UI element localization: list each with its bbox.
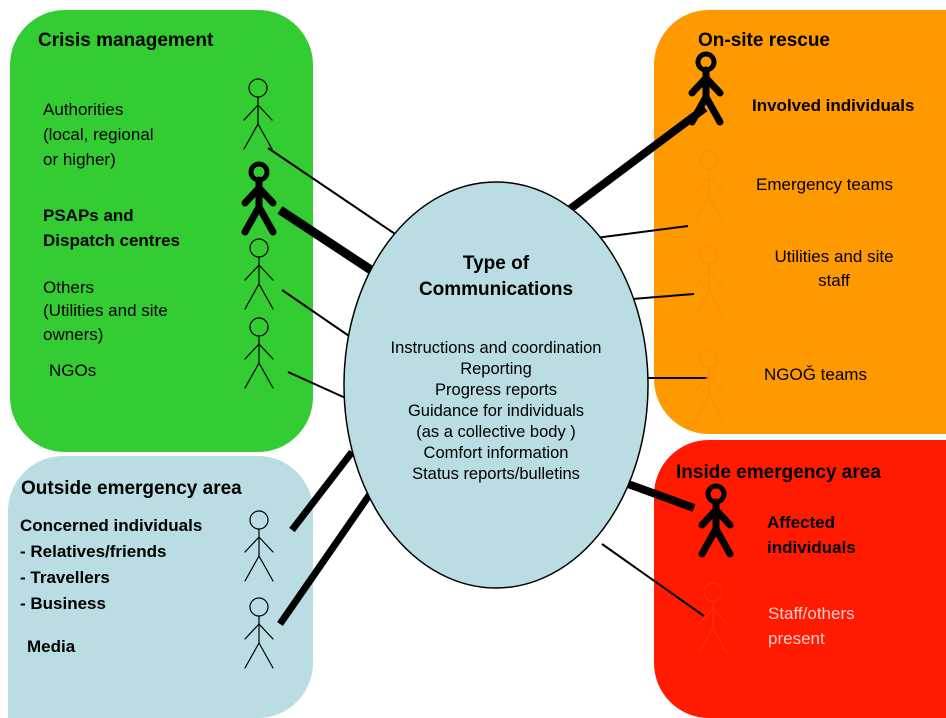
on-site-rescue-title: On-site rescue — [698, 30, 830, 51]
outside-emergency-panel — [8, 456, 313, 718]
media-label: Media — [27, 637, 76, 656]
authorities-figure-icon — [243, 78, 273, 150]
ngo-teams-label: NGOǦ teams — [764, 365, 867, 384]
travellers-label: - Travellers — [20, 568, 110, 587]
involved-individuals-label: Involved individuals — [752, 96, 915, 115]
comm-item: Comfort information — [423, 444, 569, 462]
comm-item: Reporting — [460, 360, 532, 378]
authorities-label-1: Authorities — [43, 100, 124, 119]
affected-label-2: individuals — [767, 538, 856, 557]
involved-figure-icon — [688, 51, 724, 126]
others-label-3: owners) — [43, 325, 104, 344]
others-label-2: (Utilities and site — [43, 301, 168, 320]
inside-emergency-title: Inside emergency area — [676, 462, 881, 483]
on-site-rescue-panel — [654, 10, 946, 434]
utilities-label-1: Utilities and site — [774, 247, 894, 266]
ngos-label: NGOs — [49, 361, 97, 380]
emergency-teams-figure-icon — [694, 150, 724, 222]
utilities-label-2: staff — [818, 271, 850, 290]
communications-ellipse — [343, 181, 649, 589]
comm-item: (as a collective body ) — [416, 423, 576, 441]
outside-emergency-title: Outside emergency area — [21, 478, 242, 499]
link-concerned — [289, 449, 355, 533]
psaps-figure-icon — [241, 161, 277, 236]
affected-label-1: Affected — [767, 513, 836, 532]
link-media — [277, 492, 373, 626]
ngo-teams-figure-icon — [694, 349, 724, 421]
staff-label-2: present — [768, 629, 825, 648]
link-affected — [626, 480, 696, 512]
comm-item: Progress reports — [435, 381, 557, 399]
affected-figure-icon — [698, 483, 734, 558]
emergency-teams-label: Emergency teams — [756, 175, 893, 194]
communication-types-list: Instructions and coordination Reporting … — [346, 338, 646, 485]
comm-item: Guidance for individuals — [407, 402, 585, 420]
psaps-label-1: PSAPs and — [43, 206, 134, 225]
link-psaps — [277, 206, 383, 280]
concerned-figure-icon — [244, 510, 274, 582]
link-others — [281, 289, 353, 339]
others-label-1: Others — [43, 278, 95, 297]
staff-figure-icon — [698, 582, 728, 654]
ngos-figure-icon — [244, 317, 274, 389]
link-staff — [601, 543, 705, 617]
link-ngos — [287, 371, 351, 401]
comm-item: Status reports/bulletins — [412, 465, 580, 483]
media-figure-icon — [244, 597, 274, 669]
link-authorities — [267, 147, 405, 241]
authorities-label-2: (local, regional — [43, 125, 154, 144]
crisis-management-title: Crisis management — [38, 30, 214, 51]
relatives-label: - Relatives/friends — [20, 542, 167, 561]
inside-emergency-panel — [654, 440, 946, 718]
center-title-2: Communications — [418, 279, 574, 300]
link-involved — [555, 104, 708, 222]
concerned-individuals-label: Concerned individuals — [20, 516, 203, 535]
center-title-1: Type of — [462, 253, 530, 274]
psaps-label-2: Dispatch centres — [43, 231, 180, 250]
authorities-label-3: or higher) — [43, 150, 116, 169]
business-label: - Business — [20, 594, 106, 613]
staff-label-1: Staff/others — [768, 604, 855, 623]
others-figure-icon — [244, 238, 274, 310]
crisis-management-panel — [10, 10, 313, 452]
comm-item: Instructions and coordination — [390, 339, 602, 357]
utilities-figure-icon — [694, 245, 724, 317]
